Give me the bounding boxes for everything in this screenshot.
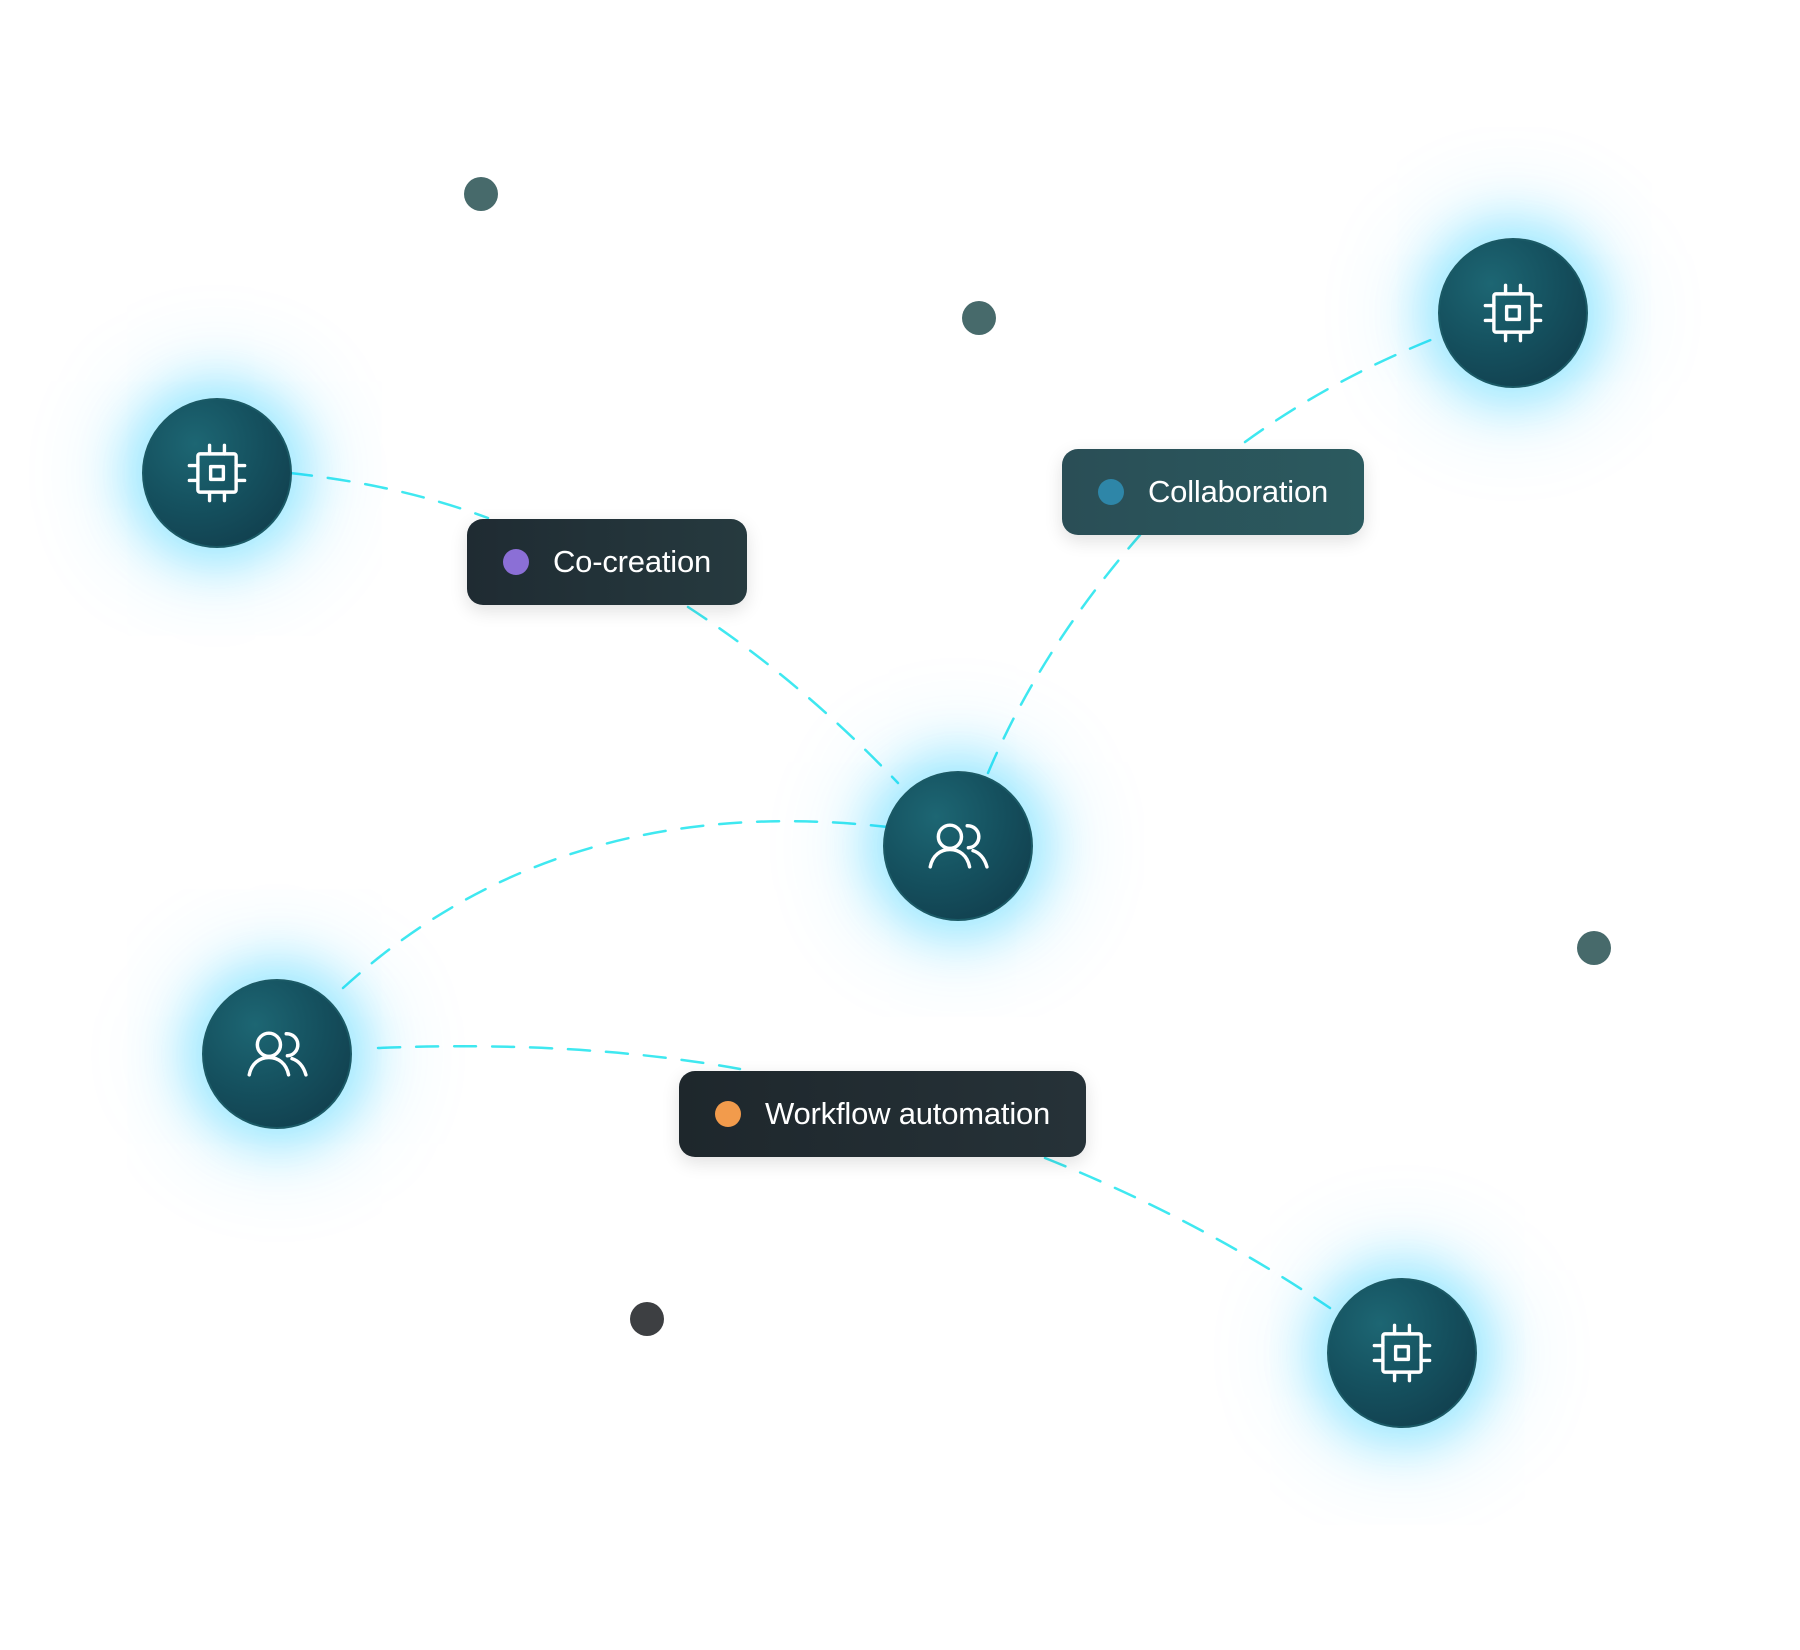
users-icon xyxy=(240,1017,314,1091)
connector-users-left-to-users-center xyxy=(341,819,890,990)
status-dot xyxy=(715,1101,741,1127)
label-cocreation: Co-creation xyxy=(467,519,748,605)
label-text: Co-creation xyxy=(553,544,712,579)
connector-users-left-to-workflow xyxy=(376,1045,742,1071)
decorative-dot xyxy=(1577,931,1611,965)
decorative-dot xyxy=(464,177,498,211)
decorative-dot xyxy=(962,301,996,335)
chip-node-top-right xyxy=(1438,238,1588,388)
label-text: Collaboration xyxy=(1148,474,1329,509)
chip-icon xyxy=(1479,279,1547,347)
status-dot xyxy=(503,549,529,575)
label-text: Workflow automation xyxy=(765,1096,1051,1131)
chip-node-left xyxy=(142,398,292,548)
connector-chip-left-to-cocreation xyxy=(288,471,490,520)
connector-collaboration-to-chip-top-right xyxy=(1243,335,1440,444)
decorative-dot xyxy=(630,1302,664,1336)
connector-users-center-to-collaboration xyxy=(986,533,1142,775)
label-collaboration: Collaboration xyxy=(1062,449,1365,535)
connector-workflow-to-chip-bottom-right xyxy=(1043,1156,1332,1310)
label-workflow-automation: Workflow automation xyxy=(679,1071,1087,1157)
chip-node-bottom-right xyxy=(1327,1278,1477,1428)
users-node-center xyxy=(883,771,1033,921)
chip-icon xyxy=(183,439,251,507)
users-node-left xyxy=(202,979,352,1129)
chip-icon xyxy=(1368,1319,1436,1387)
connector-cocreation-to-users-center xyxy=(686,605,900,785)
status-dot xyxy=(1098,479,1124,505)
users-icon xyxy=(921,809,995,883)
